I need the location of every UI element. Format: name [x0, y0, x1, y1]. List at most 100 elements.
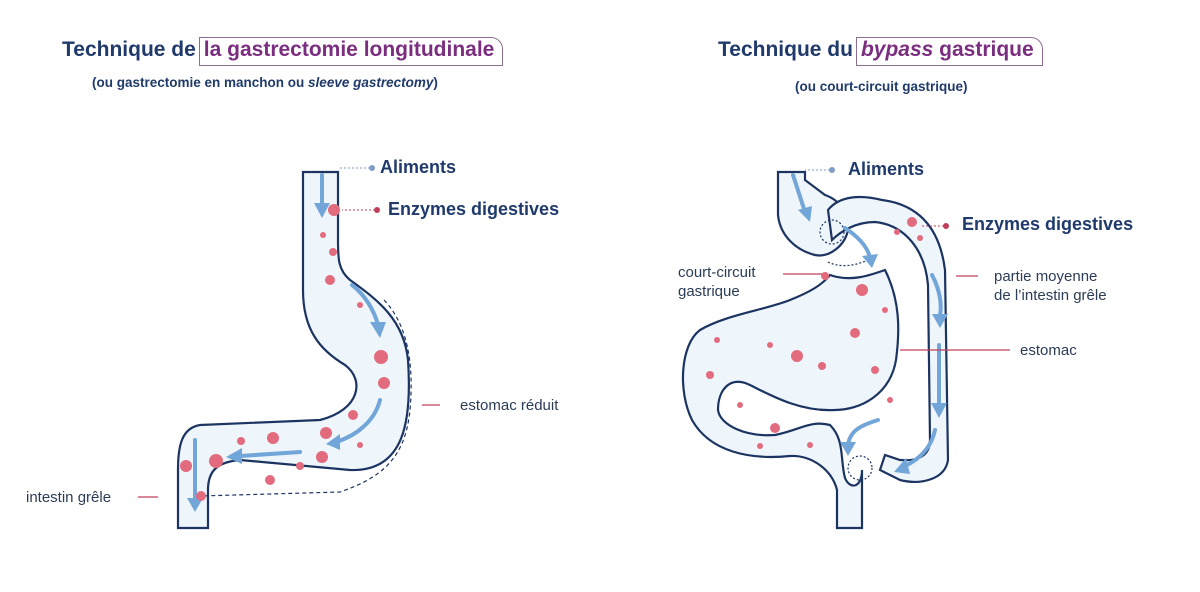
- sleeve-label-estomac-reduit: estomac réduit: [460, 397, 559, 414]
- enzyme-bubble: [791, 350, 803, 362]
- sleeve-title-prefix: Technique de: [62, 38, 196, 61]
- bypass-title-highlight: bypass gastrique: [855, 37, 1043, 66]
- sleeve-title-highlight: la gastrectomie longitudinale: [198, 37, 504, 66]
- enzyme-bubble: [267, 432, 279, 444]
- enzyme-bubble: [767, 342, 773, 348]
- anastomosis-ring-upper: [819, 219, 845, 245]
- bypass-flow-arrowhead-1: [798, 206, 812, 222]
- bypass-label-estomac: estomac: [1020, 342, 1077, 359]
- enzyme-bubble: [328, 204, 340, 216]
- bypass-flow-arrow-3: [930, 273, 943, 317]
- enzyme-bubble: [714, 337, 720, 343]
- bypass-label-enzymes: Enzymes digestives: [962, 214, 1134, 234]
- bypass-flow-arrowhead-2: [862, 254, 878, 268]
- flow-arrowhead-1: [314, 203, 330, 218]
- flow-arrowhead-3: [326, 434, 340, 450]
- bypass-flow-arrows: [791, 173, 943, 468]
- enzyme-bubble: [882, 307, 888, 313]
- enzyme-bubble: [357, 302, 363, 308]
- enzyme-bubble: [265, 475, 275, 485]
- bypass-flow-arrowheads: [798, 206, 948, 474]
- court-circuit-line2: gastrique: [678, 283, 740, 300]
- enzyme-bubble: [887, 397, 893, 403]
- sleeve-organ: [176, 170, 411, 530]
- bypass-intestine-loop: [826, 195, 950, 483]
- sleeve-subtitle-italic: sleeve gastrectomy: [308, 75, 434, 90]
- enzyme-bubble: [378, 377, 390, 389]
- enzyme-bubble: [907, 217, 917, 227]
- bypass-flow-arrowhead-3: [932, 314, 948, 328]
- sleeve-subtitle: (ou gastrectomie en manchon ou sleeve ga…: [92, 75, 438, 90]
- aliments-marker: [369, 165, 375, 171]
- enzyme-bubble: [320, 232, 326, 238]
- enzyme-bubble: [374, 350, 388, 364]
- anastomosis-ring-lower: [847, 455, 873, 481]
- bypass-label-partie-moyenne: partie moyenne de l’intestin grêle: [994, 267, 1107, 305]
- enzyme-bubble: [917, 235, 923, 241]
- bypass-flow-arrow-6: [846, 418, 880, 447]
- enzyme-bubble: [770, 423, 780, 433]
- bypass-main-stomach: [681, 268, 900, 530]
- bypass-flow-arrow-1: [791, 173, 807, 214]
- partie-line1: partie moyenne: [994, 268, 1098, 285]
- enzyme-bubble: [757, 443, 763, 449]
- bypass-aliments-marker: [829, 167, 835, 173]
- bypass-flow-arrowhead-4: [931, 403, 947, 418]
- bypass-flow-arrowhead-5: [894, 458, 910, 474]
- bypass-title-rest: gastrique: [939, 38, 1034, 61]
- bypass-label-aliments: Aliments: [848, 159, 925, 179]
- flow-arrow-3: [334, 398, 382, 444]
- flow-arrowhead-2: [370, 322, 386, 338]
- flow-arrow-2: [350, 283, 380, 327]
- bypass-flow-arrow-2: [843, 226, 872, 260]
- sleeve-label-enzymes: Enzymes digestives: [388, 199, 560, 219]
- enzyme-bubble: [325, 275, 335, 285]
- bypass-label-court-circuit: court-circuit gastrique: [678, 263, 756, 301]
- staple-line: [199, 299, 412, 497]
- sleeve-label-aliments: Aliments: [380, 157, 457, 177]
- enzyme-bubble: [357, 442, 363, 448]
- enzyme-bubble: [348, 410, 358, 420]
- enzyme-bubble: [737, 402, 743, 408]
- bypass-subtitle: (ou court-circuit gastrique): [795, 79, 968, 94]
- enzyme-bubble: [821, 272, 829, 280]
- bypass-flow-arrowhead-6: [840, 442, 856, 456]
- bypass-stomach-diagram: [681, 167, 1010, 530]
- sleeve-stomach-diagram: [138, 165, 440, 530]
- bypass-title-italic: bypass: [860, 38, 934, 61]
- enzyme-bubble: [850, 328, 860, 338]
- enzyme-bubble: [871, 366, 879, 374]
- bypass-enzymes-marker: [943, 223, 949, 229]
- enzyme-bubble: [706, 371, 714, 379]
- enzyme-bubble: [196, 491, 206, 501]
- enzyme-bubble: [329, 248, 337, 256]
- sleeve-subtitle-after: ): [433, 75, 438, 90]
- partie-line2: de l’intestin grêle: [994, 287, 1107, 304]
- bypass-flow-arrow-5: [903, 428, 937, 468]
- enzyme-bubbles: [180, 204, 390, 501]
- enzyme-bubble: [237, 437, 245, 445]
- enzymes-marker: [374, 207, 380, 213]
- enzyme-bubble: [180, 460, 192, 472]
- enzyme-bubble: [818, 362, 826, 370]
- flow-arrow-4: [238, 450, 302, 458]
- anastomosis-marks: [819, 219, 873, 481]
- bypass-enzyme-bubbles: [706, 217, 923, 449]
- court-circuit-line1: court-circuit: [678, 264, 756, 281]
- enzyme-bubble: [316, 451, 328, 463]
- staple-line-bypass: [827, 259, 869, 267]
- flow-arrowheads: [187, 203, 386, 512]
- enzyme-bubble: [807, 442, 813, 448]
- sleeve-subtitle-before: (ou gastrectomie en manchon ou: [92, 75, 305, 90]
- enzyme-bubble: [320, 427, 332, 439]
- bypass-title-prefix: Technique du: [718, 38, 853, 61]
- enzyme-bubble: [856, 284, 868, 296]
- flow-arrows: [193, 173, 382, 502]
- enzyme-bubble: [296, 462, 304, 470]
- enzyme-bubble: [209, 454, 223, 468]
- enzyme-bubble: [894, 229, 900, 235]
